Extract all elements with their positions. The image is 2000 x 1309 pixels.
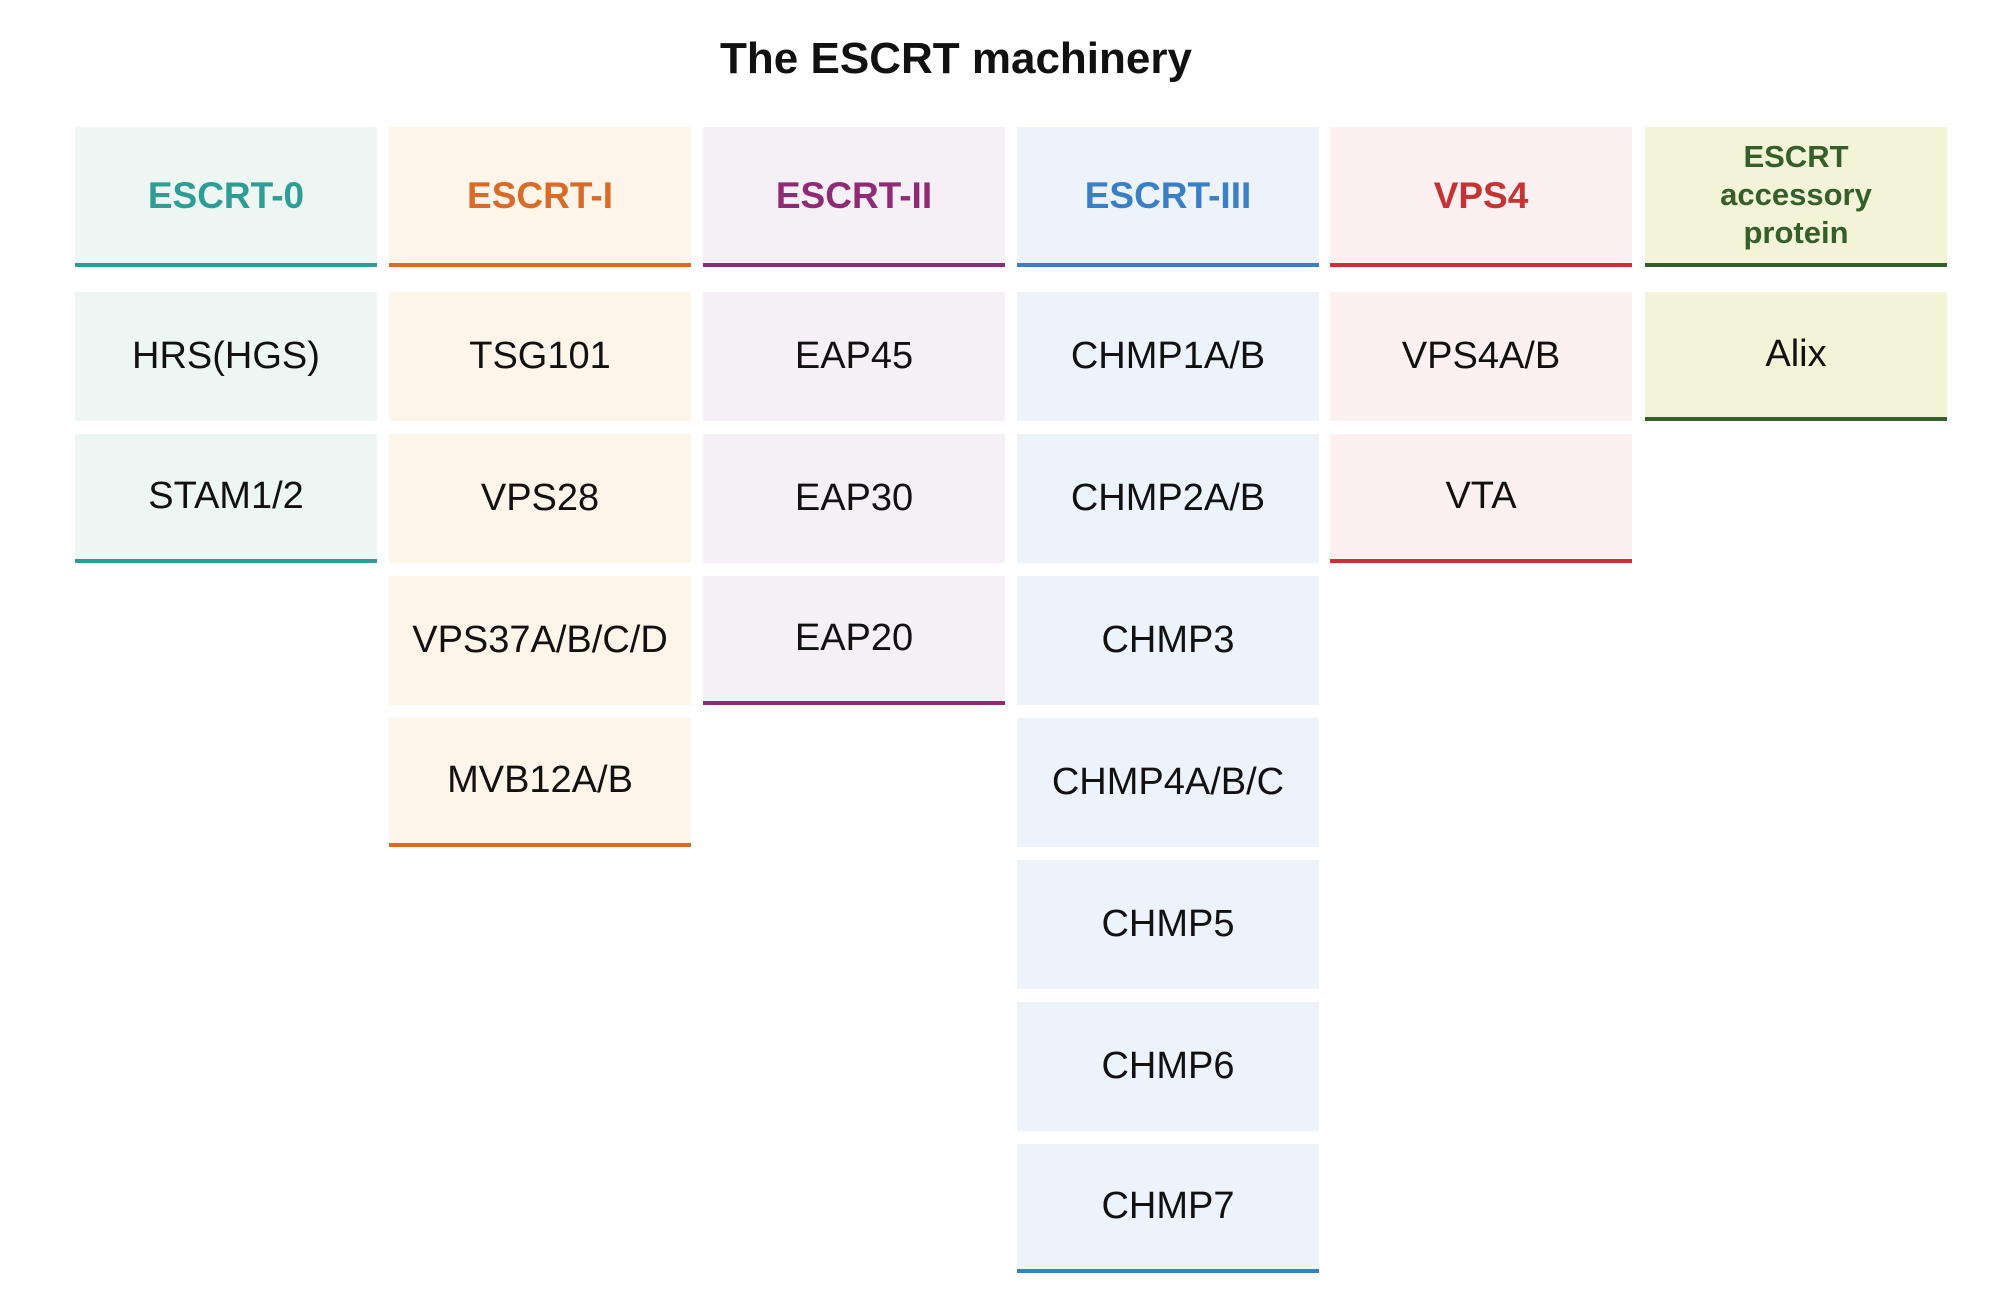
protein-cell: CHMP6 bbox=[1017, 1002, 1319, 1131]
protein-cell: VPS4A/B bbox=[1330, 292, 1632, 421]
diagram-title: The ESCRT machinery bbox=[720, 34, 1192, 83]
protein-cell: TSG101 bbox=[389, 292, 691, 421]
protein-cell: MVB12A/B bbox=[389, 718, 691, 847]
protein-cell: EAP30 bbox=[703, 434, 1005, 563]
protein-cell: CHMP1A/B bbox=[1017, 292, 1319, 421]
column-header: ESCRT-II bbox=[703, 127, 1005, 267]
protein-cell: CHMP3 bbox=[1017, 576, 1319, 705]
column-header: ESCRT accessory protein bbox=[1645, 127, 1947, 267]
protein-cell: EAP45 bbox=[703, 292, 1005, 421]
protein-cell: STAM1/2 bbox=[75, 434, 377, 563]
protein-cell: VTA bbox=[1330, 434, 1632, 563]
protein-cell: HRS(HGS) bbox=[75, 292, 377, 421]
protein-cell: CHMP5 bbox=[1017, 860, 1319, 989]
protein-cell: CHMP2A/B bbox=[1017, 434, 1319, 563]
column-header: VPS4 bbox=[1330, 127, 1632, 267]
protein-cell: CHMP4A/B/C bbox=[1017, 718, 1319, 847]
column-header: ESCRT-III bbox=[1017, 127, 1319, 267]
column-header: ESCRT-I bbox=[389, 127, 691, 267]
protein-cell: EAP20 bbox=[703, 576, 1005, 705]
column-header: ESCRT-0 bbox=[75, 127, 377, 267]
protein-cell: CHMP7 bbox=[1017, 1144, 1319, 1273]
protein-cell: Alix bbox=[1645, 292, 1947, 421]
protein-cell: VPS28 bbox=[389, 434, 691, 563]
protein-cell: VPS37A/B/C/D bbox=[389, 576, 691, 705]
